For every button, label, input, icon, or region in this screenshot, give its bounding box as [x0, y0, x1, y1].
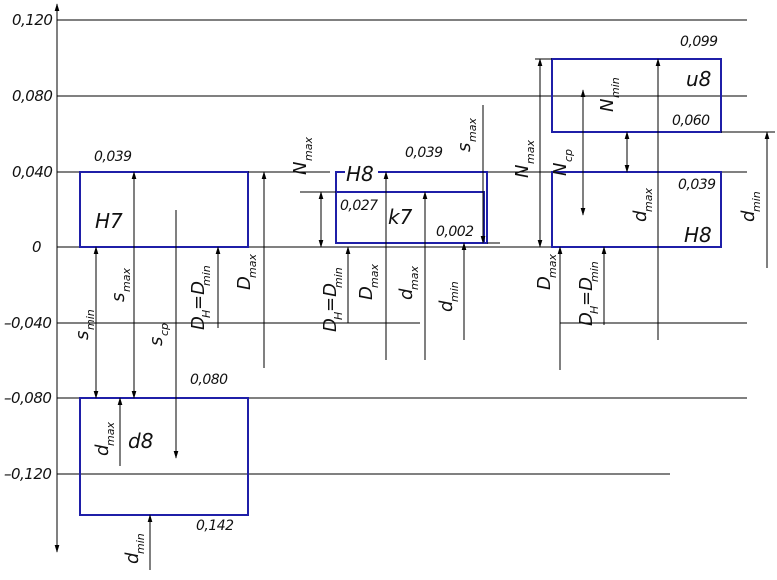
svg-text:D: D	[356, 286, 377, 300]
axis-label: 0,040	[12, 163, 52, 181]
field-label-u8: u8	[686, 67, 711, 91]
axis-label: 0,080	[12, 87, 52, 105]
svg-text:H: H	[200, 310, 213, 318]
svg-text:D: D	[576, 312, 597, 326]
value-label: 0,080	[190, 372, 228, 388]
field-label-d8: d8	[128, 429, 153, 453]
svg-text:min: min	[200, 265, 213, 286]
svg-text:max: max	[642, 188, 655, 212]
svg-text:d: d	[738, 210, 759, 222]
label-N-cp-right: Ncp	[550, 149, 575, 176]
svg-text:min: min	[588, 261, 601, 282]
value-label: 0,027	[340, 198, 378, 214]
svg-text:cp: cp	[562, 149, 575, 162]
svg-text:=D: =D	[320, 283, 341, 312]
svg-text:N: N	[550, 163, 571, 176]
svg-text:N: N	[290, 162, 311, 175]
svg-text:min: min	[84, 309, 97, 330]
field-u8	[551, 58, 722, 133]
field-k7	[335, 191, 485, 244]
svg-text:max: max	[524, 140, 537, 164]
svg-text:D: D	[320, 318, 341, 332]
axis-label: 0,120	[12, 11, 52, 29]
value-label: 0,060	[672, 113, 710, 129]
svg-text:min: min	[609, 77, 622, 98]
label-s-cp: scp	[146, 323, 171, 346]
svg-text:max: max	[120, 268, 133, 292]
svg-text:max: max	[466, 118, 479, 142]
svg-text:max: max	[368, 264, 381, 288]
field-label-H7: H7	[95, 209, 123, 233]
svg-text:D: D	[188, 316, 209, 330]
axis-label: –0,120	[4, 465, 51, 483]
svg-text:min: min	[332, 267, 345, 288]
field-label-k7: k7	[388, 205, 413, 229]
svg-text:min: min	[750, 191, 763, 212]
svg-text:max: max	[408, 266, 421, 290]
svg-text:N: N	[512, 165, 533, 178]
svg-text:=D: =D	[576, 277, 597, 306]
axis-label: 0	[32, 238, 41, 256]
svg-text:D: D	[234, 276, 255, 290]
svg-text:min: min	[134, 533, 147, 554]
field-d8	[79, 397, 249, 516]
svg-text:s: s	[454, 143, 475, 152]
value-label: 0,099	[680, 34, 718, 50]
svg-text:min: min	[448, 281, 461, 302]
svg-text:s: s	[72, 331, 93, 340]
svg-text:max: max	[546, 254, 559, 278]
svg-text:cp: cp	[158, 323, 171, 336]
value-label: 0,039	[678, 177, 716, 193]
svg-text:max: max	[302, 137, 315, 161]
value-label: 0,039	[94, 149, 132, 165]
svg-text:s: s	[108, 293, 129, 302]
field-label-H8-right: H8	[684, 223, 712, 247]
svg-text:d: d	[396, 288, 417, 300]
field-H8-right	[551, 171, 722, 248]
svg-text:H: H	[588, 306, 601, 314]
axis-label: –0,080	[4, 389, 51, 407]
svg-text:=D: =D	[188, 281, 209, 310]
svg-text:max: max	[246, 254, 259, 278]
svg-text:d: d	[436, 300, 457, 312]
svg-text:N: N	[597, 99, 618, 112]
value-label: 0,002	[436, 224, 474, 240]
axis-label: –0,040	[4, 314, 51, 332]
value-label: 0,142	[196, 518, 234, 534]
svg-text:max: max	[104, 422, 117, 446]
svg-text:H: H	[332, 312, 345, 320]
svg-text:d: d	[122, 552, 143, 564]
svg-text:s: s	[146, 337, 167, 346]
field-label-H8-middle: H8	[346, 162, 374, 186]
svg-text:d: d	[630, 210, 651, 222]
value-label: 0,039	[405, 145, 443, 161]
svg-text:d: d	[92, 444, 113, 456]
field-H7	[79, 171, 249, 248]
svg-text:D: D	[534, 276, 555, 290]
